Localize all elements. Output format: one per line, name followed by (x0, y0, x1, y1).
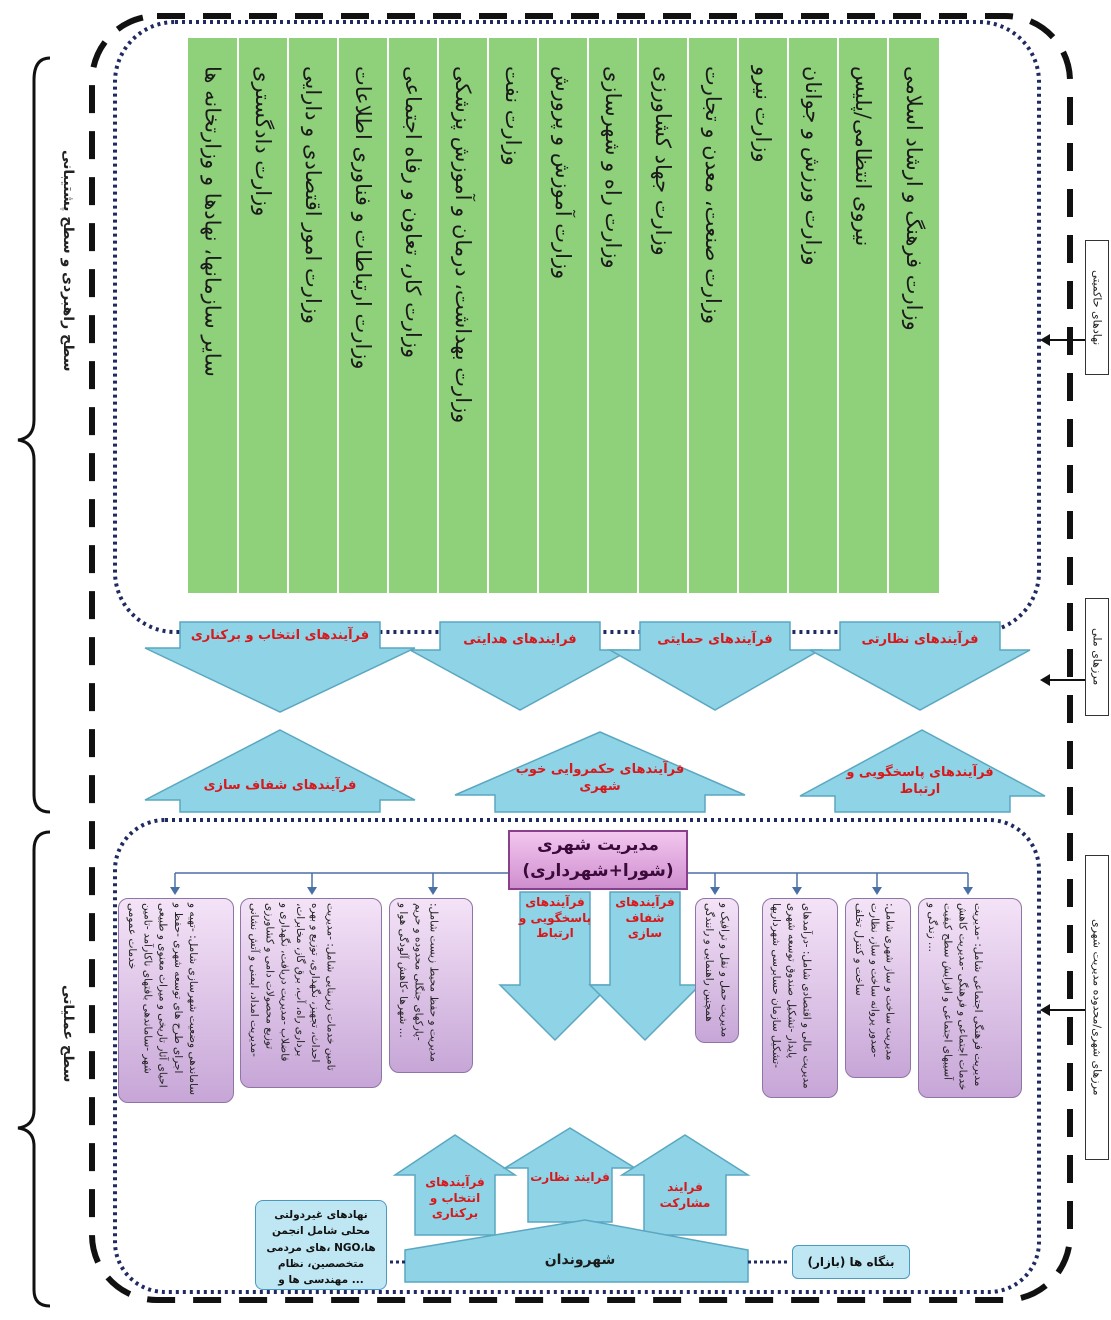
market-box: بنگاه ها (بازار) (792, 1245, 910, 1279)
good-governance-process-label: فرآیندهای حکمروایی خوب شهری (515, 762, 685, 794)
accountability-process-label: فرآیندهای پاسخگویی و ارتباط (846, 765, 994, 797)
environment-box: مدیریت و حفظ محیط زیست شامل: -پارکهای جن… (389, 898, 473, 1073)
urban-management-subtitle: (شورا+شهرداری) (522, 861, 674, 881)
ministry-column: وزارت امور اقتصادی و دارایی (287, 38, 337, 593)
supervision-process-label: فرآیندهای نظارتی (861, 632, 979, 647)
support-process-label: فرآیندهای حمایتی (657, 632, 773, 647)
ministry-column: وزارت ارتباطات و فناوری اطلاعات (337, 38, 387, 593)
ministry-column: وزارت نفت (487, 38, 537, 593)
inner-transparency-label: فرآیندهای شفاف سازی (615, 895, 675, 941)
urban-management-box: مدیریت شهری (شورا+شهرداری) (508, 830, 688, 890)
governance-institutions-label: نهادهای حاکمیتی (1085, 240, 1109, 375)
citizen-supervision-label: فرایند نظارت (530, 1170, 610, 1184)
guidance-process-label: فرایندهای هدایتی (463, 632, 577, 647)
ministry-column: وزارت کار، تعاون و رفاه اجتماعی (387, 38, 437, 593)
construction-box: مدیریت ساخت و ساز شهری شامل: -صدور پروان… (845, 898, 911, 1078)
ministry-column: وزارت فرهنگ و ارشاد اسلامی (887, 38, 939, 593)
selection-process-label: فرآیندهای انتخاب و برکناری (190, 628, 370, 643)
ministry-column: وزارت آموزش و پرورش (537, 38, 587, 593)
citizen-selection-label: فرآیندهای انتخاب و برکناری (425, 1175, 485, 1221)
operational-level-label: سطح عملیاتی (60, 985, 76, 1083)
ministry-column: وزارت بهداشت، درمان و آموزش پزشکی (437, 38, 487, 593)
ministry-column: وزارت جهاد کشاورزی (637, 38, 687, 593)
ministry-column: وزارت ورزش و جوانان (787, 38, 837, 593)
citizens-label: شهروندان (544, 1252, 616, 1268)
ngo-box: نهادهای غیردولتی محلی شامل انجمن های مرد… (255, 1200, 387, 1290)
ministry-column: وزارت راه و شهرسازی (587, 38, 637, 593)
infrastructure-box: تامین خدمات زیربنایی شامل: -مدیریت احداث… (240, 898, 382, 1088)
finance-box: مدیریت مالی و اقتصادی شامل: -درآمدهای پا… (762, 898, 838, 1098)
strategic-level-label: سطح راهبردی و سطح پشتیبانی (60, 150, 76, 372)
ministry-column: وزارت نیرو (737, 38, 787, 593)
transport-box: مدیریت حمل و نقل و ترافیک و همچنین راهنم… (695, 898, 739, 1043)
citizen-participation-label: فرایند مشارکت (659, 1180, 711, 1210)
national-borders-label: مرزهای ملی (1085, 598, 1109, 716)
ministry-column: سایر سازمانها، نهادها و وزارتخانه ها (186, 38, 237, 593)
ministry-column: وزارت صنعت، معدن و تجارت (687, 38, 737, 593)
ministry-column: وزارت دادگستری (237, 38, 287, 593)
inner-accountability-label: فرآیندهای پاسخگویی و ارتباط (518, 895, 592, 941)
culture-social-box: مدیریت فرهنگی اجتماعی شامل: -مدیریت خدما… (918, 898, 1022, 1098)
transparency-process-label: فرآیندهای شفاف سازی (203, 778, 357, 793)
urban-management-title: مدیریت شهری (537, 835, 659, 855)
urban-planning-box: ساماندهی وضعیت شهرسازی شامل: -تهیه و اجر… (118, 898, 234, 1103)
urban-borders-label: مرزهای شهری/محدوده مدیریت شهری (1085, 855, 1109, 1160)
ministry-column: نیروی انتظامی/پلیس (837, 38, 887, 593)
